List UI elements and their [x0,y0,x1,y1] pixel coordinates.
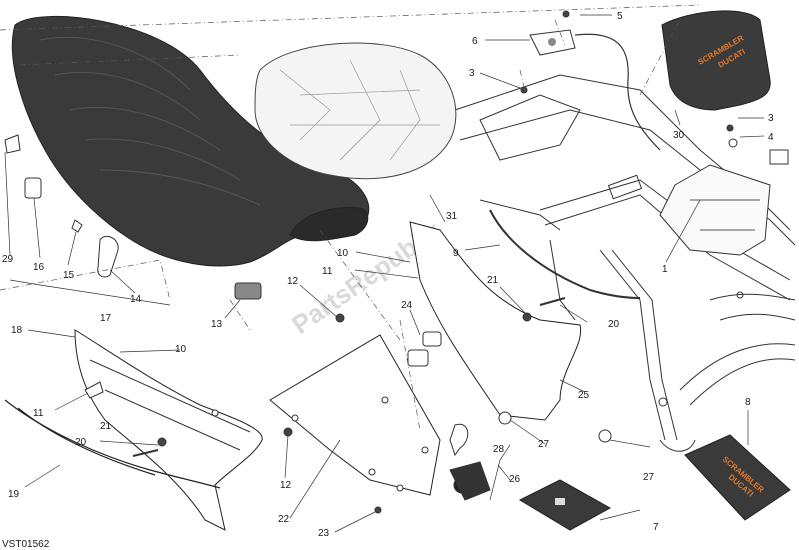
callout-12-top: 12 [287,276,299,287]
small-hardware[interactable] [4,10,738,514]
callout-1: 1 [662,264,668,275]
side-panel-trim[interactable] [4,399,221,489]
callout-8: 8 [745,397,751,408]
callout-5: 5 [617,11,623,22]
tool-kit-cover[interactable]: SCRAMBLER DUCATI [661,10,771,111]
callout-13: 13 [211,319,223,330]
callout-3-right: 3 [768,113,774,124]
callout-29: 29 [2,254,14,265]
callout-10-top: 10 [337,248,349,259]
leader-lines [4,14,765,533]
seat-strap[interactable] [489,209,641,299]
callout-19: 19 [8,489,20,500]
callout-27-mid: 27 [538,439,550,450]
callout-16: 16 [33,262,45,273]
callout-22: 22 [278,514,290,525]
callout-24: 24 [401,300,413,311]
callout-28: 28 [493,444,505,455]
assembly-lines [0,4,701,431]
callout-10-left: 10 [175,344,187,355]
callout-11-left: 11 [33,408,44,419]
seat-cover-sheet[interactable] [254,42,457,180]
callout-31: 31 [446,211,458,222]
owner-manual[interactable] [518,479,612,531]
callout-9: 9 [453,248,459,259]
callout-23: 23 [318,528,330,539]
callout-11-top: 11 [322,266,333,277]
diagram-code: VST01562 [2,539,50,550]
callout-18: 18 [11,325,23,336]
callout-6: 6 [472,36,478,47]
callout-15: 15 [63,270,75,281]
callout-3-top: 3 [469,68,475,79]
callout-26: 26 [509,474,521,485]
callout-20-right: 20 [608,319,620,330]
document-pouch[interactable]: SCRAMBLER DUCATI [684,434,791,521]
seat-latch[interactable] [479,29,661,161]
callout-21-right: 21 [487,275,499,286]
callout-27-right: 27 [643,472,655,483]
callout-25: 25 [578,390,590,401]
callout-12-bottom: 12 [280,480,292,491]
callout-7: 7 [653,522,659,533]
callout-labels: 1 3 3 4 5 6 7 8 9 10 10 11 11 12 12 13 1… [2,11,774,539]
left-side-panel[interactable] [74,329,263,531]
seat[interactable] [11,15,370,267]
callout-4: 4 [768,132,774,143]
callout-30: 30 [673,130,685,141]
tool-tray[interactable] [659,149,789,256]
side-fairing[interactable] [409,221,582,421]
callout-14: 14 [130,294,142,305]
callout-17: 17 [100,313,112,324]
callout-21-left: 21 [100,421,112,432]
right-side-panel[interactable] [269,334,441,496]
callout-20-left: 20 [75,437,87,448]
